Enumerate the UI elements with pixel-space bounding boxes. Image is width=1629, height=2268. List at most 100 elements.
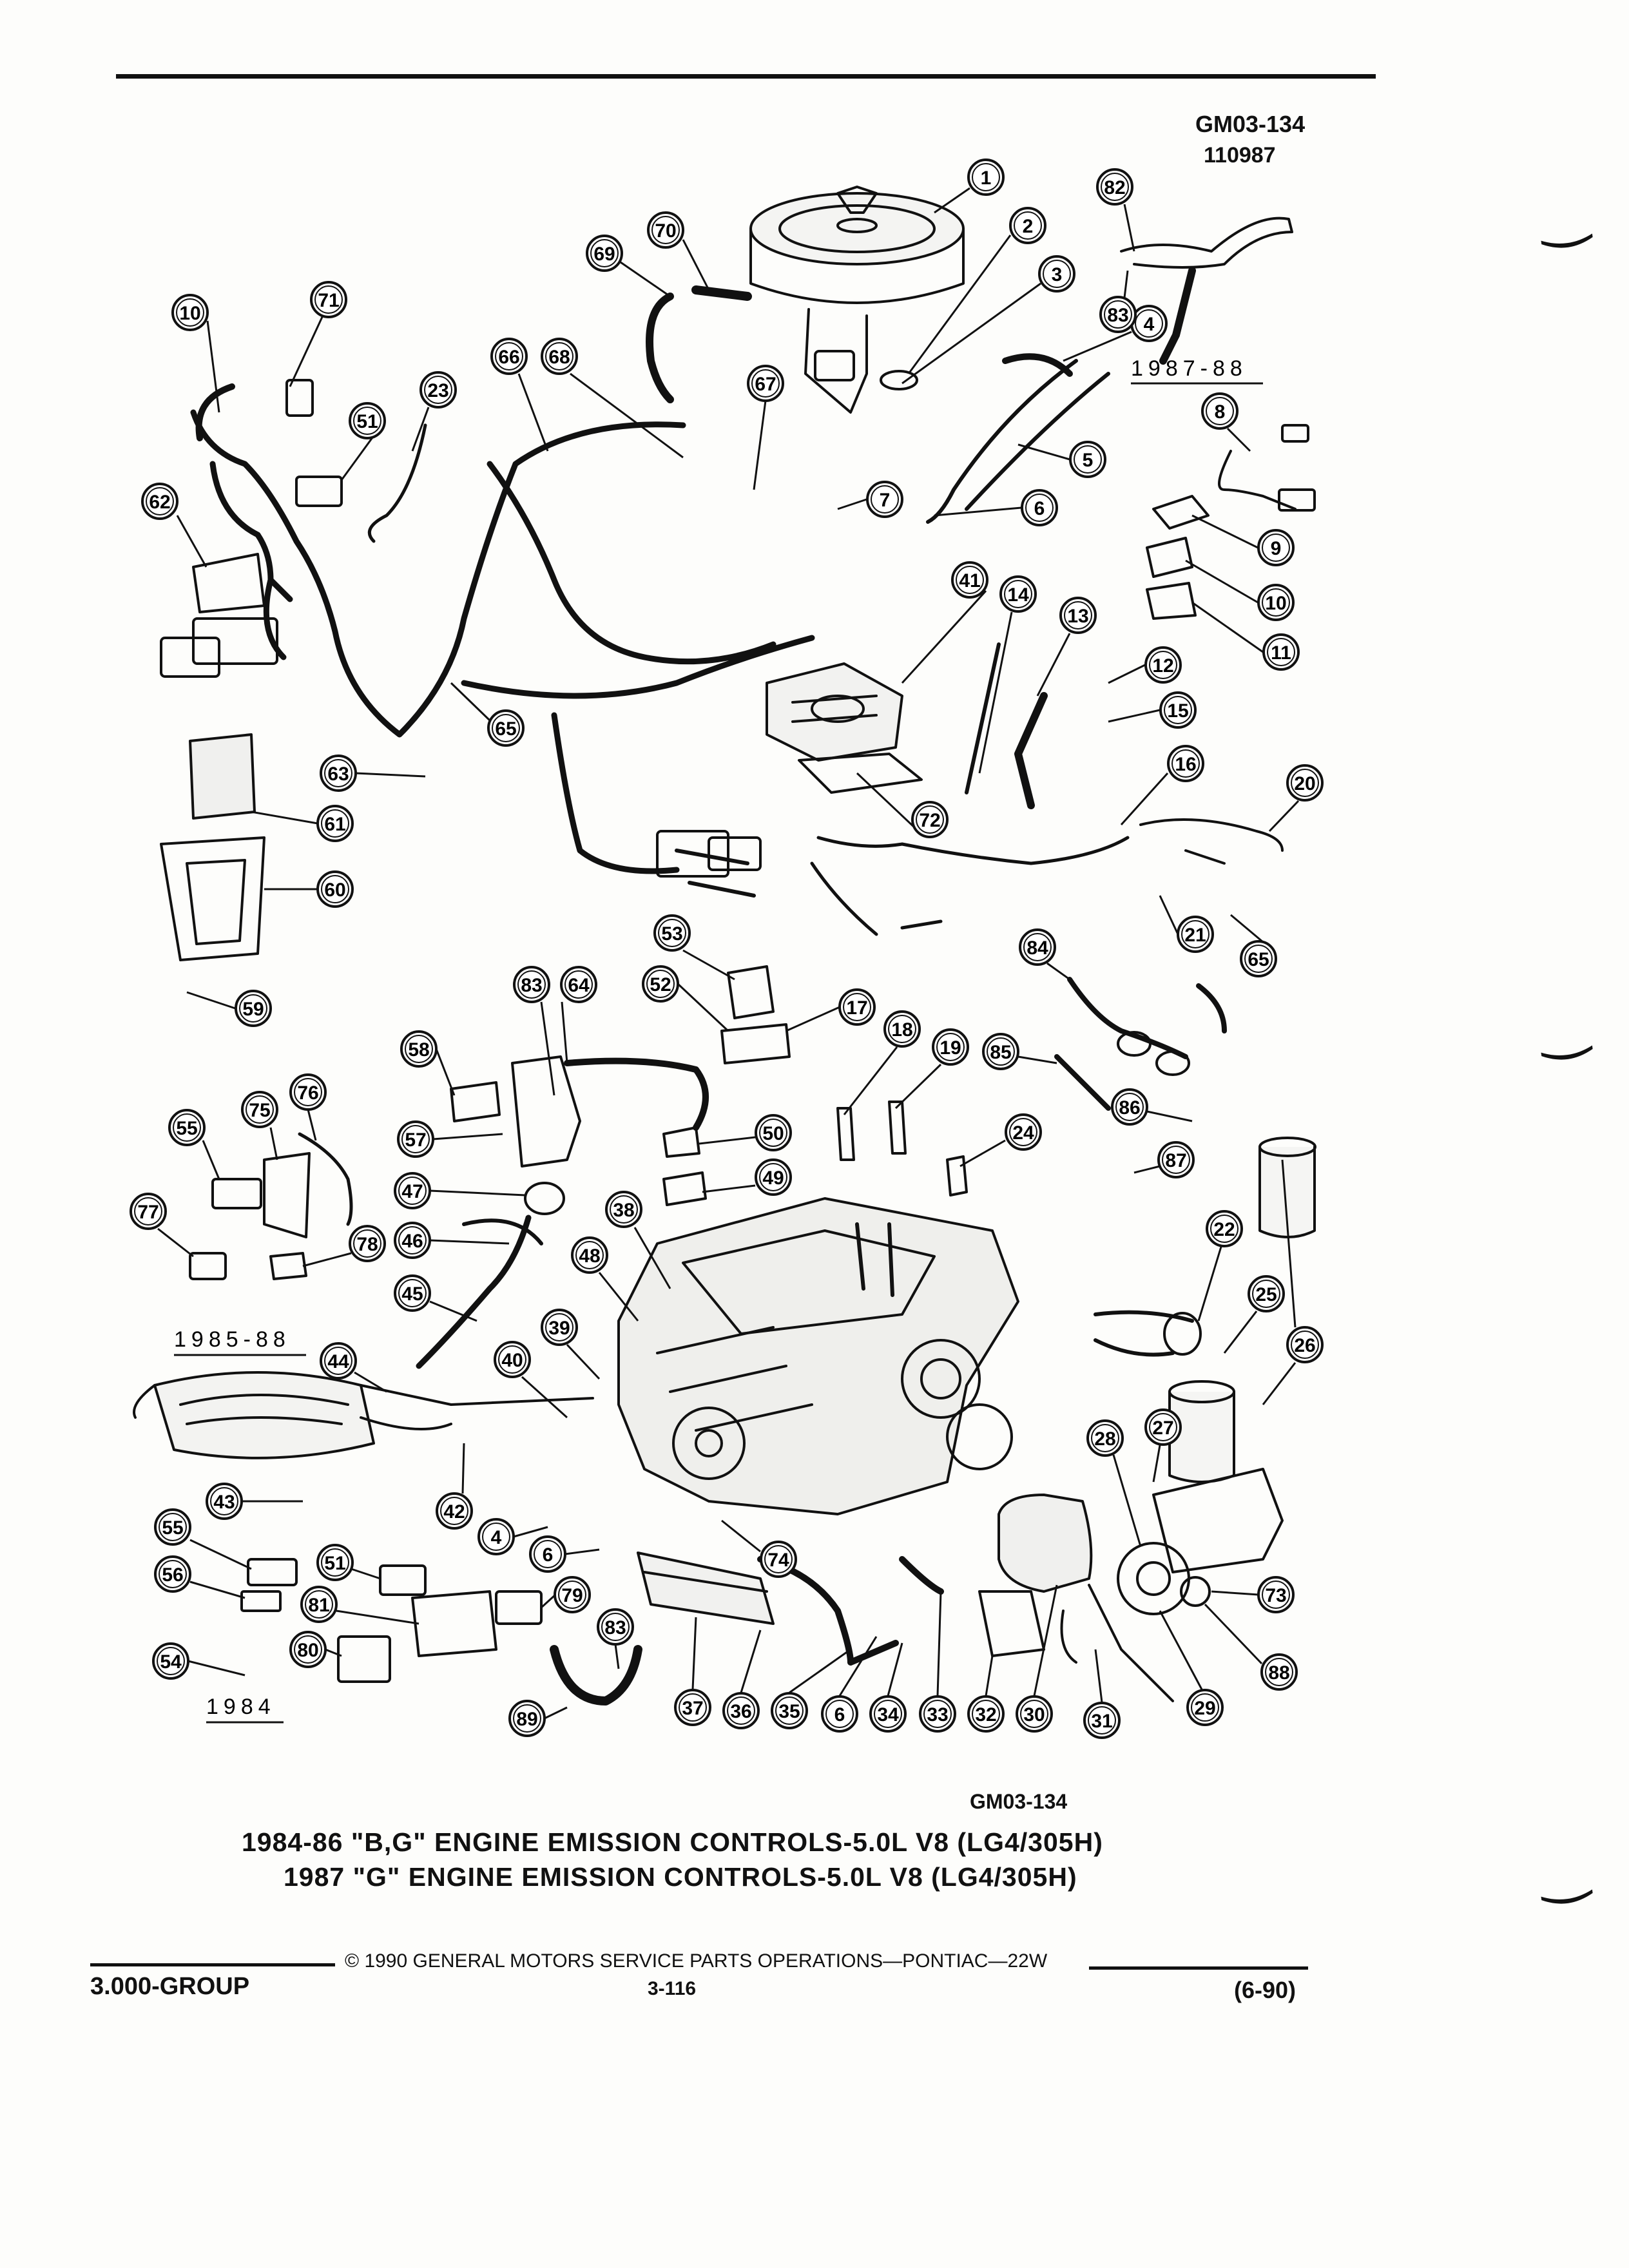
callout-inner-ring xyxy=(759,1163,787,1191)
callout-inner-ring xyxy=(1267,638,1295,666)
footer-group: 3.000-GROUP xyxy=(90,1973,250,2000)
callout-88: 88 xyxy=(1260,1653,1298,1691)
callout-circle xyxy=(653,914,691,952)
hose-69 xyxy=(646,293,674,403)
callout-10: 10 xyxy=(1257,584,1295,621)
air-pipe-45 xyxy=(462,1218,543,1245)
top-rule xyxy=(116,74,1376,79)
callout-circle xyxy=(911,801,949,838)
callout-number: 35 xyxy=(778,1701,800,1722)
callout-number: 65 xyxy=(495,718,516,740)
callout-circle xyxy=(1257,1576,1295,1613)
callout-number: 43 xyxy=(213,1492,235,1513)
callout-number: 54 xyxy=(160,1651,182,1673)
callout-51: 51 xyxy=(349,402,386,439)
callout-circle xyxy=(1019,928,1056,966)
sensor-11 xyxy=(1146,582,1197,620)
sensor-18 xyxy=(836,1107,855,1161)
callout-64: 64 xyxy=(560,966,597,1003)
callout-inner-ring xyxy=(176,298,204,327)
callout-circle xyxy=(967,1695,1005,1733)
callout-6: 6 xyxy=(821,1695,858,1733)
callout-circle xyxy=(508,1700,546,1737)
callout-number: 25 xyxy=(1255,1284,1277,1305)
callout-number: 61 xyxy=(324,814,345,835)
callout-inner-ring xyxy=(1135,309,1163,338)
callout-number: 82 xyxy=(1104,177,1125,198)
callout-number: 76 xyxy=(297,1082,318,1104)
callout-number: 39 xyxy=(548,1318,570,1339)
callout-circle xyxy=(1144,646,1182,684)
callout-18: 18 xyxy=(883,1010,921,1048)
callout-70: 70 xyxy=(647,211,684,249)
callout-number: 26 xyxy=(1294,1335,1315,1356)
vacuum-hose-5 xyxy=(926,359,1110,524)
callout-number: 16 xyxy=(1175,754,1196,775)
callout-circle xyxy=(586,235,623,272)
callout-inner-ring xyxy=(210,1487,238,1515)
callout-66: 66 xyxy=(490,338,528,375)
callout-number: 49 xyxy=(762,1168,784,1189)
callout-circle xyxy=(747,365,784,402)
callout-12: 12 xyxy=(1144,646,1182,684)
callout-circle xyxy=(1167,745,1204,782)
callout-inner-ring xyxy=(651,216,680,244)
callout-19: 19 xyxy=(932,1028,969,1066)
callout-number: 13 xyxy=(1067,606,1088,627)
callout-number: 55 xyxy=(162,1517,183,1539)
callout-number: 4 xyxy=(491,1527,502,1548)
callout-21: 21 xyxy=(1177,916,1214,953)
callout-circle xyxy=(642,965,679,1003)
callout-circle xyxy=(394,1172,431,1209)
ecm-cover-60 xyxy=(160,836,265,961)
callout-inner-ring xyxy=(1101,173,1129,201)
callout-circle xyxy=(883,1010,921,1048)
callout-number: 56 xyxy=(162,1564,183,1586)
callout-number: 20 xyxy=(1294,773,1315,794)
callout-number: 3 xyxy=(1052,264,1063,285)
callout-number: 77 xyxy=(137,1202,159,1223)
callout-number: 8 xyxy=(1215,401,1226,423)
callout-inner-ring xyxy=(1014,211,1042,240)
footer-page-number: 3-116 xyxy=(648,1978,697,1999)
callout-number: 85 xyxy=(990,1042,1011,1063)
callout-circle xyxy=(1021,489,1058,526)
callout-number: 18 xyxy=(891,1019,912,1041)
callout-number: 22 xyxy=(1213,1219,1235,1240)
callout-42: 42 xyxy=(436,1492,473,1530)
callout-circle xyxy=(554,1576,591,1613)
callout-number: 67 xyxy=(755,374,776,395)
callout-inner-ring xyxy=(764,1545,793,1573)
callout-26: 26 xyxy=(1286,1326,1324,1363)
callout-inner-ring xyxy=(440,1497,468,1525)
callout-number: 62 xyxy=(149,492,170,513)
callout-inner-ring xyxy=(545,1313,574,1341)
callout-number: 51 xyxy=(356,411,378,432)
module-10 xyxy=(1146,537,1193,578)
egr-hose xyxy=(1054,977,1227,1111)
sensor-19 xyxy=(888,1100,907,1155)
callout-inner-ring xyxy=(321,809,349,838)
callout-inner-ring xyxy=(1025,494,1054,522)
callout-inner-ring xyxy=(146,487,174,515)
callout-inner-ring xyxy=(398,1279,427,1307)
callout-inner-ring xyxy=(564,970,593,999)
callout-inner-ring xyxy=(321,875,349,903)
footer-rule-left xyxy=(90,1963,335,1966)
bracket-78 xyxy=(269,1252,307,1280)
callout-circle xyxy=(1257,584,1295,621)
resistor-62 xyxy=(192,553,265,613)
callout-number: 65 xyxy=(1248,949,1269,970)
callout-circle xyxy=(394,1222,431,1259)
callout-circle xyxy=(1086,1419,1124,1457)
callout-55: 55 xyxy=(168,1109,206,1146)
callout-circle xyxy=(490,338,528,375)
callout-number: 64 xyxy=(568,975,590,996)
callout-74: 74 xyxy=(760,1541,797,1578)
callout-85: 85 xyxy=(982,1033,1019,1070)
callout-63: 63 xyxy=(320,754,357,792)
lower-hose xyxy=(550,1645,642,1706)
callout-circle xyxy=(647,211,684,249)
